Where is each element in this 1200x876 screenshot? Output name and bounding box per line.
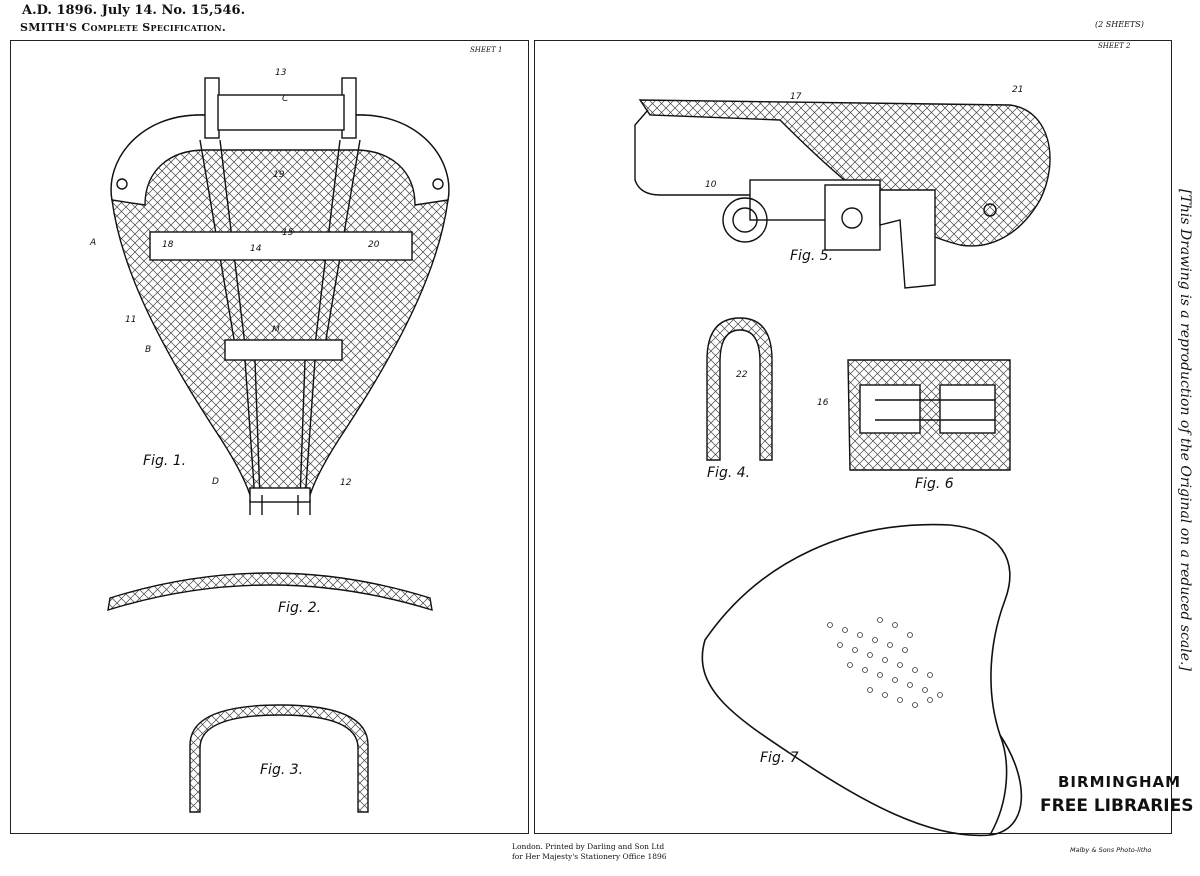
ref-15: 15 [282, 228, 294, 238]
fig-4-label: Fig. 4. [707, 465, 751, 481]
fig-4-cross-section [706, 317, 773, 461]
ref-19: 19 [273, 170, 285, 180]
lithographer-credit: Malby & Sons Photo-litho [1070, 846, 1152, 854]
stamp-line-1: BIRMINGHAM [1058, 773, 1182, 791]
fig-1-label: Fig. 1. [143, 453, 187, 469]
fig-2-label: Fig. 2. [278, 600, 322, 616]
reproduction-note: [This Drawing is a reproduction of the O… [1177, 189, 1193, 671]
sheets-note: (2 SHEETS) [1095, 20, 1144, 29]
patent-header-date-number: A.D. 1896. July 14. No. 15,546. [22, 3, 246, 18]
sheet-2-label: SHEET 2 [1098, 42, 1131, 50]
stamp-line-2: FREE LIBRARIES [1040, 796, 1194, 816]
fig-5-label: Fig. 5. [790, 248, 834, 264]
printer-line-1: London. Printed by Darling and Son Ltd [512, 842, 665, 851]
ref-16: 16 [817, 398, 829, 408]
ref-d: D [212, 477, 219, 487]
ref-c: C [282, 94, 289, 104]
sheet-1-frame [10, 40, 529, 834]
fig-7-label: Fig. 7 [760, 750, 799, 766]
ref-12: 12 [340, 478, 352, 488]
fig-7-saddle-perspective [701, 523, 1023, 837]
ref-m: M [272, 325, 280, 335]
fig-3-cross-section [189, 704, 369, 813]
ref-17: 17 [790, 92, 802, 102]
ref-18: 18 [162, 240, 174, 250]
printer-imprint: London. Printed by Darling and Son Ltd f… [512, 842, 667, 862]
fig-5-side-view [634, 99, 1051, 289]
ref-21: 21 [1012, 85, 1024, 95]
library-stamp: BIRMINGHAM FREE LIBRARIES [1040, 770, 1193, 818]
ref-20: 20 [368, 240, 380, 250]
sheet-2-frame [534, 40, 1172, 834]
fig-2-cross-section [107, 572, 433, 612]
ref-13: 13 [275, 68, 287, 78]
sheet-1-label: SHEET 1 [470, 46, 503, 54]
specification-title: SMITH'S Complete Specification. [20, 21, 227, 34]
ref-10: 10 [705, 180, 717, 190]
ref-11: 11 [125, 315, 137, 325]
ref-22: 22 [736, 370, 748, 380]
fig-1-saddle-top-view [110, 77, 450, 515]
fig-6-detail [847, 359, 1011, 471]
fig-3-label: Fig. 3. [260, 762, 304, 778]
printer-line-2: for Her Majesty's Stationery Office 1896 [512, 852, 667, 861]
ref-a: A [90, 238, 97, 248]
fig-6-label: Fig. 6 [915, 476, 954, 492]
ref-b: B [145, 345, 152, 355]
ref-14: 14 [250, 244, 262, 254]
